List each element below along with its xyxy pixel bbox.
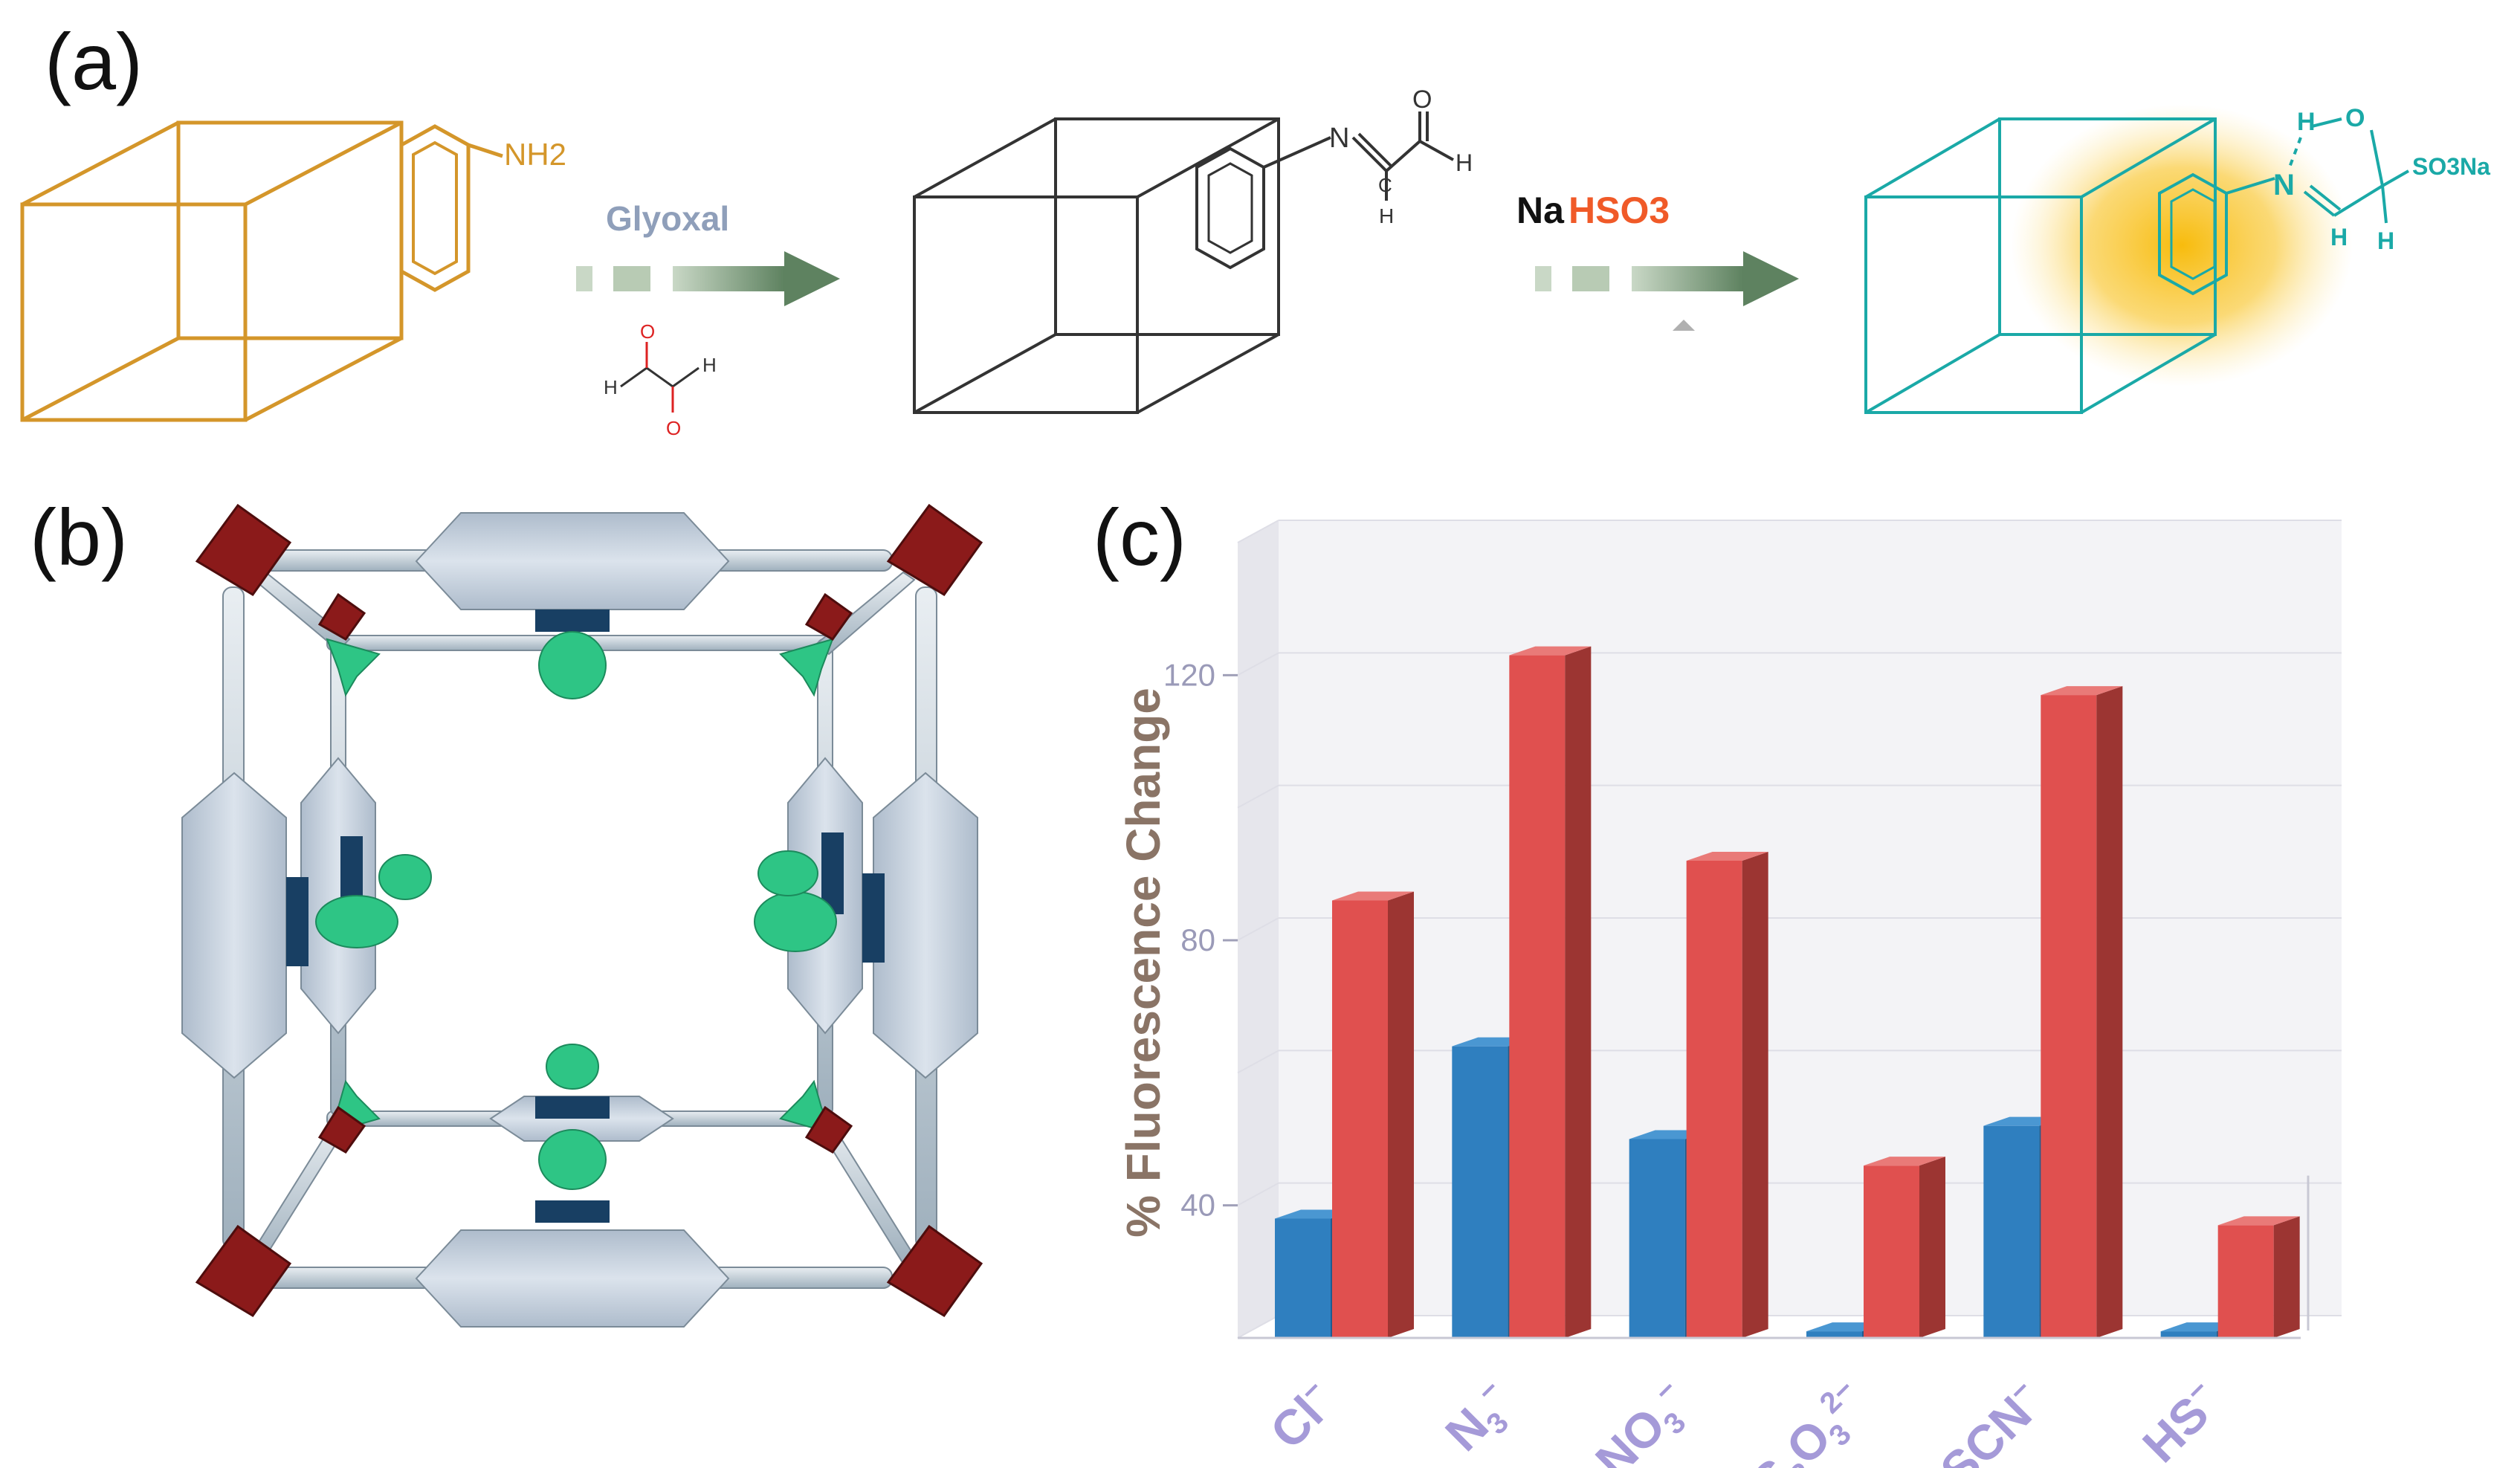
bar-top	[1864, 1157, 1945, 1166]
bar-red-0	[1332, 891, 1414, 1338]
bar-red-1	[1509, 646, 1592, 1338]
reagent-hso3-label: HSO3	[1568, 190, 1670, 231]
x-tick-label: N3−	[1434, 1373, 1527, 1466]
imine-c-label: C	[1378, 174, 1392, 196]
gridline-side	[1237, 1315, 1279, 1339]
gridline-side	[1237, 520, 1279, 543]
orbital-lobes	[315, 631, 837, 1190]
amine-cage	[20, 120, 471, 422]
bar-front	[1332, 900, 1388, 1338]
bar-front	[1275, 1218, 1331, 1338]
y-tick-label: 120	[1163, 657, 1215, 692]
bar-front	[1629, 1139, 1685, 1338]
gridline-side	[1237, 1182, 1279, 1206]
bar-side	[1742, 852, 1768, 1338]
y-tick-label: 40	[1180, 1188, 1215, 1223]
reagent-na-label: Na	[1516, 190, 1565, 231]
bar-side	[1919, 1157, 1945, 1338]
product-cage	[1864, 117, 2409, 414]
bar-side	[1388, 891, 1414, 1338]
bar-red-3	[1864, 1157, 1945, 1338]
bar-red-4	[2041, 686, 2123, 1338]
product-o-label: O	[2345, 104, 2365, 132]
bar-front	[1686, 861, 1742, 1338]
x-tick-label: SCN−	[1929, 1373, 2054, 1468]
amine-group-label: NH2	[504, 137, 566, 172]
gridline-side	[1237, 917, 1279, 941]
y-tick-label: 80	[1180, 922, 1215, 957]
panel-b: (b)	[30, 492, 983, 1328]
imine-cage	[913, 111, 1454, 414]
amine-bond	[468, 143, 503, 158]
glyoxal-h-right: H	[702, 354, 717, 376]
bar-front	[1509, 655, 1566, 1338]
panel-a-label: (a)	[45, 16, 143, 106]
bar-top	[2217, 1216, 2300, 1226]
x-tick-label: Cl−	[1259, 1373, 1345, 1459]
reaction-arrow-1	[576, 251, 840, 306]
bar-front	[1452, 1046, 1508, 1338]
bar-red-2	[1686, 852, 1768, 1338]
bar-front	[2041, 695, 2097, 1338]
linker-rings	[286, 609, 885, 1223]
imine-o-label: O	[1412, 85, 1432, 114]
gridline-side	[1237, 1050, 1279, 1074]
product-so3na-label: SO3Na	[2412, 153, 2490, 180]
gridline-side	[1237, 784, 1279, 809]
bar-front	[1864, 1165, 1919, 1338]
x-tick-label: NO3−	[1584, 1373, 1705, 1468]
bar-top	[1686, 852, 1768, 861]
bar-red-5	[2217, 1216, 2300, 1338]
glyoxal-h-left: H	[604, 376, 618, 398]
product-h-ring: H	[2330, 224, 2348, 250]
bar-side	[2096, 686, 2123, 1338]
bar-front	[2217, 1225, 2274, 1338]
panel-a: (a) NH2 Glyoxal H	[20, 16, 2490, 439]
imine-h-right: H	[1456, 149, 1473, 176]
gridline-side	[1237, 652, 1279, 676]
glyoxal-o-top: O	[640, 320, 655, 343]
bar-front	[1983, 1125, 2040, 1338]
bar-top	[2041, 686, 2123, 696]
y-axis-label: % Fluorescence Change	[1117, 688, 1170, 1238]
product-h-bottom: H	[2377, 227, 2394, 254]
product-h-top: H	[2297, 108, 2316, 136]
bar-front	[2160, 1331, 2217, 1338]
bar-top	[1509, 646, 1592, 656]
x-tick-label: S2O32−	[1740, 1373, 1882, 1468]
reagent-glyoxal-label: Glyoxal	[606, 199, 729, 238]
bar-side	[1565, 646, 1592, 1338]
imine-h-bottom: H	[1379, 204, 1394, 227]
fluorescence-glow	[2011, 104, 2353, 387]
glyoxal-o-bottom: O	[666, 417, 681, 439]
metal-nodes	[195, 503, 983, 1317]
panel-c-label: (c)	[1093, 492, 1186, 582]
imine-n-label: N	[1329, 123, 1349, 154]
bar-top	[1332, 891, 1414, 901]
glyoxal-structure	[620, 342, 700, 413]
x-tick-label: HS−	[2131, 1373, 2231, 1468]
bar-side	[2273, 1216, 2300, 1338]
panel-b-label: (b)	[30, 492, 128, 582]
product-n-label: N	[2273, 169, 2295, 201]
reaction-arrow-2	[1535, 251, 1799, 331]
bar-front	[1806, 1331, 1862, 1338]
